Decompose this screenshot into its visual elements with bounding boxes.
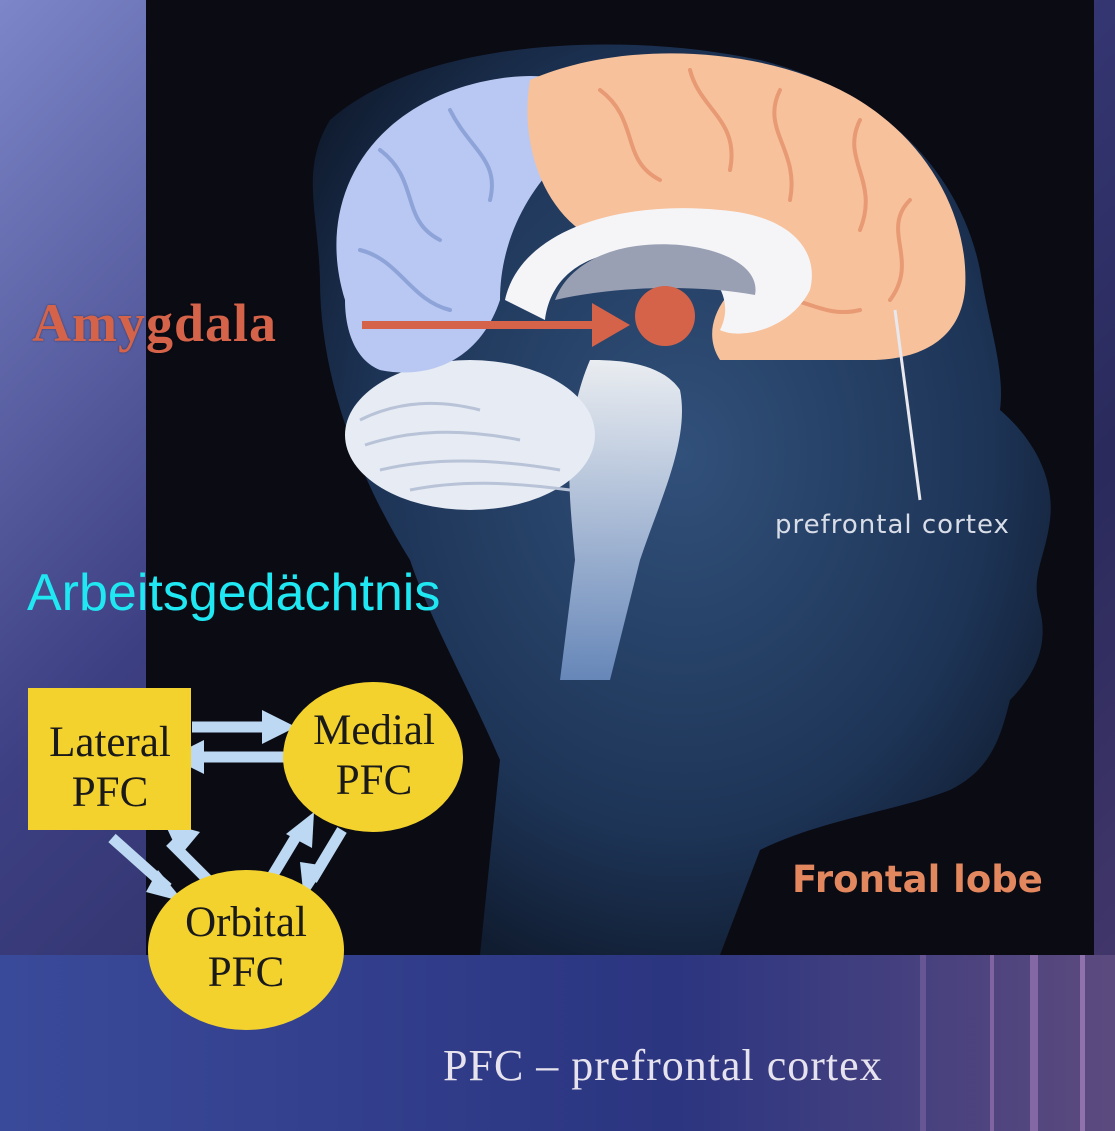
medial-pfc-line1: Medial <box>283 706 465 756</box>
medial-pfc-node: Medial PFC <box>283 706 465 806</box>
orbital-pfc-node: Orbital PFC <box>148 898 344 998</box>
orbital-pfc-line1: Orbital <box>148 898 344 948</box>
orbital-pfc-line2: PFC <box>148 948 344 998</box>
prefrontal-cortex-label: prefrontal cortex <box>775 510 1010 540</box>
lateral-pfc-line1: Lateral <box>28 718 192 768</box>
lateral-pfc-line2: PFC <box>28 768 192 818</box>
working-memory-label: Arbeitsgedächtnis <box>27 563 440 623</box>
frontal-lobe-label: Frontal lobe <box>792 858 1043 901</box>
medial-pfc-line2: PFC <box>283 756 465 806</box>
amygdala-label: Amygdala <box>32 292 277 354</box>
caption: PFC – prefrontal cortex <box>443 1040 883 1091</box>
lateral-pfc-node: Lateral PFC <box>28 718 192 818</box>
